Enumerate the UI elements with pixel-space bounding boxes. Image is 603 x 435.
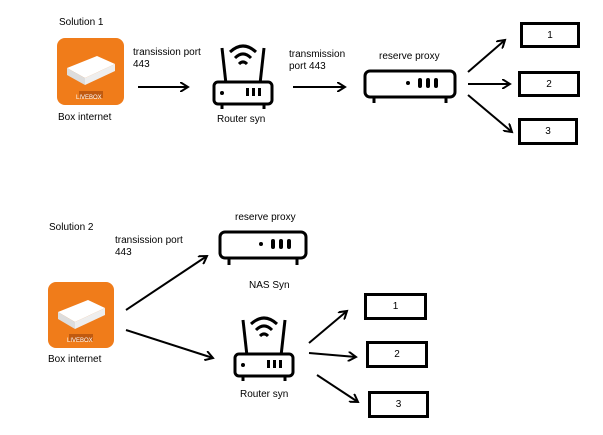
livebox-brand-text-2: LIVEBOX [67, 338, 93, 344]
router-label: Router syn [217, 114, 266, 125]
target-box-2-3: 3 [368, 391, 429, 418]
link-label-router-proxy: transmission port 443 [289, 49, 346, 72]
solution2-title: Solution 2 [49, 222, 94, 233]
arrow-router-to-1 [308, 311, 347, 344]
arrow-proxy-to-3 [467, 94, 512, 132]
target-box-1: 1 [520, 22, 580, 48]
livebox-icon [57, 38, 124, 105]
livebox-icon-2 [48, 282, 114, 348]
router-icon-2 [231, 310, 297, 382]
target-box-3: 3 [518, 118, 578, 145]
reverse-proxy-label: reserve proxy [379, 51, 440, 62]
router-icon [210, 38, 276, 110]
nas-syn-label: NAS Syn [249, 280, 290, 291]
router-label-2: Router syn [240, 389, 289, 400]
livebox-brand-text: LIVEBOX [76, 95, 102, 101]
link-label-box-router: transission port 443 [133, 47, 201, 70]
target-box-2: 2 [518, 71, 580, 97]
nas-server-icon [217, 229, 309, 267]
box-internet-label: Box internet [58, 112, 112, 123]
arrow-box-to-router-2 [125, 329, 213, 358]
proxy-server-icon [362, 68, 458, 104]
arrow-router-to-3 [316, 374, 358, 402]
target-box-2-1: 1 [364, 293, 427, 320]
box-internet-label-2: Box internet [48, 354, 102, 365]
solution1-title: Solution 1 [59, 17, 104, 28]
arrow-router-to-2 [308, 353, 356, 357]
target-box-2-2: 2 [366, 341, 428, 368]
arrow-proxy-to-1 [467, 40, 505, 73]
reverse-proxy-label-2: reserve proxy [235, 212, 296, 223]
link-label-box-proxy: transission port 443 [115, 235, 183, 258]
arrow-box-to-nas [125, 256, 207, 311]
